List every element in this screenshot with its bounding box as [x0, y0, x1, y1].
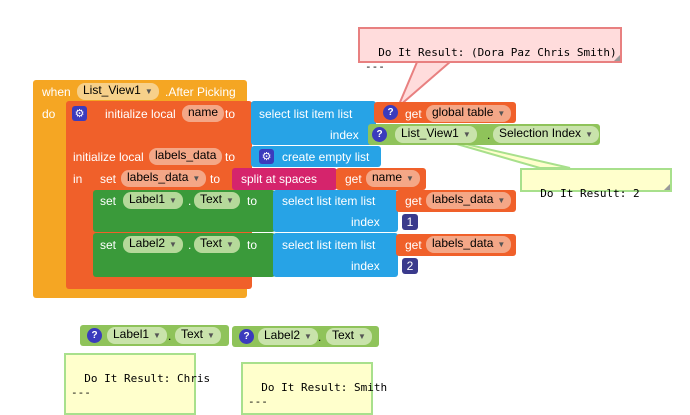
getter-property-dropdown[interactable]: Text▼: [326, 328, 372, 345]
do-it-result-note-table[interactable]: Do It Result: (Dora Paz Chris Smith) ---: [358, 27, 622, 73]
chevron-down-icon: ▼: [192, 174, 201, 183]
init-local-label: initialize local: [73, 150, 144, 164]
chevron-down-icon: ▼: [358, 332, 366, 341]
to-label: to: [225, 107, 236, 121]
gear-icon[interactable]: ⚙: [72, 106, 87, 121]
getter-property-dropdown[interactable]: Text▼: [175, 327, 221, 344]
select-list-item-block[interactable]: [273, 233, 398, 277]
do-it-result-note-label1[interactable]: Do It Result: Chris ---: [64, 353, 210, 415]
chevron-down-icon: ▼: [497, 196, 506, 205]
resize-handle-icon[interactable]: [614, 55, 620, 61]
question-icon[interactable]: ?: [383, 105, 398, 120]
to-label: to: [247, 238, 258, 252]
when-label: when: [42, 85, 71, 99]
do-label: do: [42, 107, 56, 121]
chevron-down-icon: ▼: [304, 332, 312, 341]
init-local-label: initialize local: [105, 107, 176, 121]
set-component-dropdown[interactable]: Label2▼: [123, 236, 183, 253]
set-label: set: [100, 194, 117, 208]
chevron-down-icon: ▼: [226, 240, 234, 249]
chevron-down-icon: ▼: [153, 331, 161, 340]
event-name: .After Picking: [165, 85, 236, 99]
do-it-result-text: Do It Result: 2: [540, 187, 640, 200]
chevron-down-icon: ▼: [497, 240, 506, 249]
get-labels-data-dropdown[interactable]: labels_data▼: [426, 192, 512, 209]
var-labels-data-field[interactable]: labels_data: [149, 148, 223, 165]
chevron-down-icon: ▼: [497, 109, 506, 118]
split-at-spaces-block[interactable]: [232, 168, 337, 190]
get-label: get: [345, 172, 362, 186]
event-component-dropdown[interactable]: List_View1▼: [77, 83, 159, 100]
do-it-result-note-index[interactable]: Do It Result: 2: [520, 168, 672, 200]
index-number-2[interactable]: 2: [402, 258, 418, 274]
index-label: index: [351, 215, 380, 229]
chevron-down-icon: ▼: [226, 196, 234, 205]
split-at-spaces-label: split at spaces: [241, 172, 318, 186]
chevron-down-icon: ▼: [144, 87, 153, 96]
question-icon[interactable]: ?: [372, 127, 387, 142]
gear-icon[interactable]: ⚙: [259, 149, 274, 164]
index-component-dropdown[interactable]: List_View1▼: [395, 126, 477, 143]
var-name-field[interactable]: name: [182, 105, 225, 122]
set-property-dropdown[interactable]: Text▼: [194, 236, 240, 253]
dot-separator: .: [487, 128, 491, 142]
do-it-result-note-label2[interactable]: Do It Result: Smith ---: [241, 362, 387, 415]
set-var-dropdown[interactable]: labels_data▼: [121, 170, 207, 187]
select-list-item-block[interactable]: [251, 101, 376, 145]
get-name-dropdown[interactable]: name▼: [366, 170, 420, 187]
do-it-result-text: Do It Result: (Dora Paz Chris Smith) ---: [365, 46, 617, 73]
get-var-dropdown[interactable]: global table▼: [426, 105, 512, 122]
dot-separator: .: [188, 194, 192, 208]
chevron-down-icon: ▼: [207, 331, 215, 340]
select-list-item-block[interactable]: [273, 190, 398, 232]
to-label: to: [225, 150, 236, 164]
getter-component-dropdown[interactable]: Label2▼: [258, 328, 318, 345]
index-label: index: [351, 259, 380, 273]
question-icon[interactable]: ?: [87, 328, 102, 343]
chevron-down-icon: ▼: [585, 130, 593, 139]
set-label: set: [100, 238, 117, 252]
do-it-result-text: Do It Result: Smith ---: [248, 381, 388, 408]
create-empty-list-label: create empty list: [282, 150, 370, 164]
dot-separator: .: [168, 329, 172, 343]
chevron-down-icon: ▼: [169, 240, 177, 249]
index-label: index: [330, 128, 359, 142]
note-pointer-table: [397, 55, 460, 108]
set-property-dropdown[interactable]: Text▼: [194, 192, 240, 209]
to-label: to: [210, 172, 221, 186]
resize-handle-icon[interactable]: [664, 184, 670, 190]
get-label: get: [405, 107, 422, 121]
select-list-item-label: select list item list: [282, 194, 376, 208]
get-labels-data-dropdown[interactable]: labels_data▼: [426, 236, 512, 253]
create-empty-list-block[interactable]: [251, 146, 381, 167]
set-label: set: [100, 172, 117, 186]
to-label: to: [247, 194, 258, 208]
dot-separator: .: [318, 330, 322, 344]
chevron-down-icon: ▼: [406, 174, 414, 183]
get-label: get: [405, 238, 422, 252]
chevron-down-icon: ▼: [169, 196, 177, 205]
in-label: in: [73, 172, 83, 186]
select-list-item-label: select list item list: [282, 238, 376, 252]
select-list-item-label: select list item list: [259, 107, 353, 121]
dot-separator: .: [188, 238, 192, 252]
index-property-dropdown[interactable]: Selection Index▼: [493, 126, 599, 143]
do-it-result-text: Do It Result: Chris ---: [71, 372, 211, 399]
index-number-1[interactable]: 1: [402, 214, 418, 230]
set-component-dropdown[interactable]: Label1▼: [123, 192, 183, 209]
getter-component-dropdown[interactable]: Label1▼: [107, 327, 167, 344]
get-label: get: [405, 194, 422, 208]
chevron-down-icon: ▼: [462, 130, 471, 139]
question-icon[interactable]: ?: [239, 329, 254, 344]
